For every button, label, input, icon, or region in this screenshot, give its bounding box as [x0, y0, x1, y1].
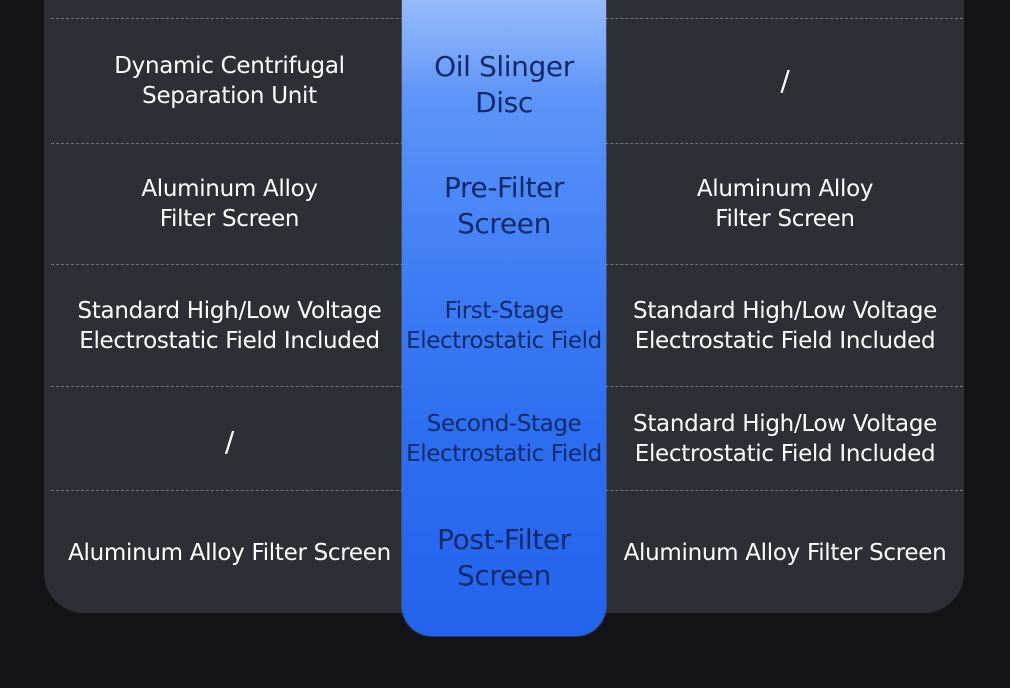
row-2-left-cell: Aluminum Alloy Filter Screen [141, 176, 318, 232]
row-1-center-cell: Oil Slinger Disc [434, 50, 574, 119]
row-2-center-cell: Pre-Filter Screen [444, 171, 564, 240]
row-5-right-cell: Aluminum Alloy Filter Screen [623, 540, 947, 566]
row-5-center-cell: Post-Filter Screen [437, 523, 571, 592]
row-5-left-cell: Aluminum Alloy Filter Screen [68, 540, 391, 566]
row-3-left-cell: Standard High/Low Voltage Electrostatic … [77, 297, 382, 354]
row-1-right-cell: / [780, 64, 790, 97]
row-3-right-cell: Standard High/Low Voltage Electrostatic … [633, 297, 937, 354]
row-2-right-cell: Aluminum Alloy Filter Screen [696, 176, 874, 232]
row-1-left-cell: Dynamic Centrifugal Separation Unit [114, 53, 345, 109]
row-4-right-cell: Standard High/Low Voltage Electrostatic … [633, 410, 937, 467]
row-4-left-cell: / [224, 425, 235, 458]
row-4-center-cell: Second-Stage Electrostatic Field [406, 410, 602, 467]
row-3-center-cell: First-Stage Electrostatic Field [406, 297, 602, 354]
highlight-column [402, 0, 606, 636]
